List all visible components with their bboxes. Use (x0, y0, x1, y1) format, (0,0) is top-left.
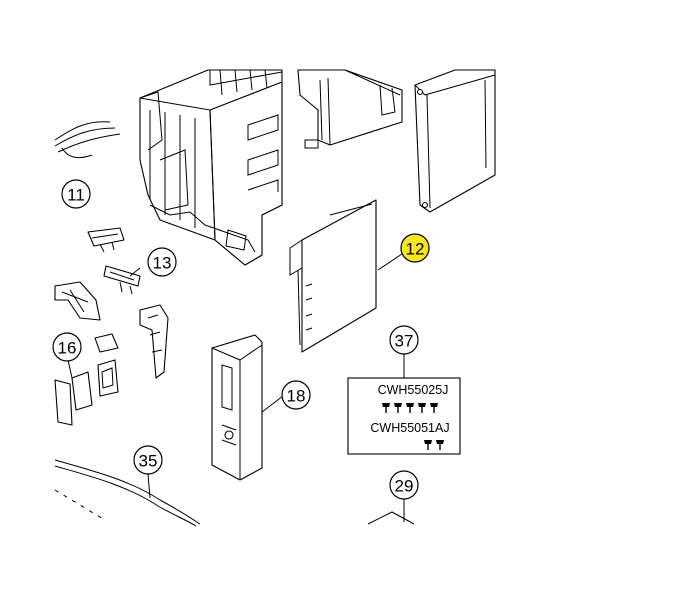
screw-row-a (382, 403, 438, 413)
svg-text:18: 18 (287, 387, 306, 406)
svg-text:11: 11 (67, 186, 85, 205)
screw-icon (436, 440, 444, 450)
cable-part-35 (54, 459, 201, 527)
screw-code-a: CWH55025J (378, 383, 449, 397)
svg-text:35: 35 (139, 452, 158, 471)
callout-13: 13 (147, 247, 177, 277)
vertical-bracket-part (139, 304, 169, 379)
wire-harness-part-11 (54, 121, 121, 159)
svg-text:16: 16 (58, 339, 77, 358)
svg-text:29: 29 (395, 477, 414, 496)
leader-lines (67, 253, 405, 522)
screw-icon (406, 403, 414, 413)
svg-text:13: 13 (153, 254, 172, 273)
screw-icon (418, 403, 426, 413)
callout-18: 18 (281, 380, 311, 410)
svg-text:37: 37 (395, 332, 414, 351)
callout-12: 12 (400, 233, 430, 263)
cover-panel (414, 69, 496, 213)
connector-cluster (54, 281, 119, 353)
screw-icon (394, 403, 402, 413)
callout-16: 16 (52, 332, 82, 362)
svg-text:12: 12 (406, 240, 425, 259)
screw-code-b: CWH55051AJ (370, 421, 449, 435)
pcb-board-part-12 (289, 199, 377, 353)
screw-kit-box-37: CWH55025J CWH55051AJ (347, 377, 461, 455)
screw-icon (424, 440, 432, 450)
bracket-part-29 (367, 511, 415, 525)
callout-35: 35 (133, 445, 163, 475)
small-box-parts-16 (54, 359, 119, 426)
callout-29: 29 (389, 470, 419, 500)
callout-37: 37 (389, 325, 419, 355)
screw-icon (382, 403, 390, 413)
terminal-block-part-18 (211, 334, 263, 481)
upper-bracket-part (297, 69, 403, 149)
screw-icon (430, 403, 438, 413)
small-clip-parts (87, 227, 141, 295)
main-chassis-assembly (139, 69, 283, 266)
callout-11: 11 (61, 179, 91, 209)
screw-row-b (424, 440, 444, 450)
